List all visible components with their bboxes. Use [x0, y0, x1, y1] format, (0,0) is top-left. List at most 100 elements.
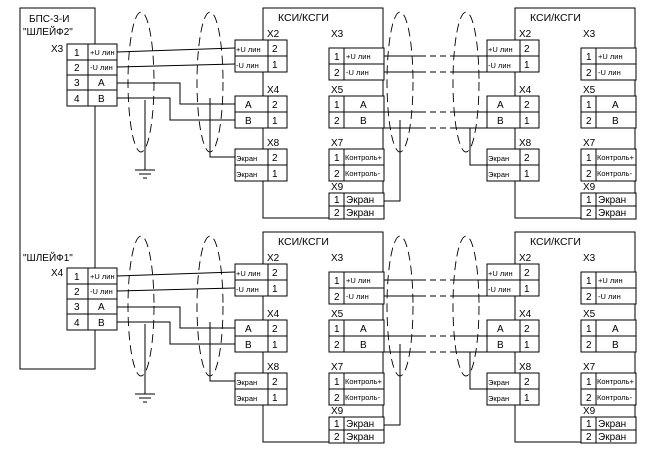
ksi-x5-label: X5 — [583, 85, 596, 96]
ksi-x4-row1-num: 2 — [272, 100, 278, 111]
bps-x4-pin4-label: B — [98, 318, 105, 329]
ksi-x9-label: X9 — [583, 182, 596, 193]
ksi-x9-row1-num: 1 — [334, 419, 340, 430]
ksi-x4-row2-num: 1 — [272, 116, 278, 127]
ksi-x3-row2-num: 2 — [334, 68, 340, 79]
bps-x3-pin1: 1 — [74, 48, 80, 59]
ksi-x2-row1-num: 2 — [524, 268, 530, 279]
wire-u-plus — [116, 47, 236, 53]
ksi-x8-row1-num: 2 — [272, 153, 278, 164]
cable-shield — [196, 235, 224, 377]
ksi-x5-label: X5 — [331, 309, 344, 320]
ksi-x8-label: X8 — [267, 138, 280, 149]
ksi-x5-row2-label: B — [360, 340, 367, 351]
ksi-x5-row1-num: 1 — [586, 100, 592, 111]
wire-shield — [209, 322, 235, 382]
bps-x4-terminal: 1 +U лин 2 -U лин 3 A 4 B — [66, 267, 118, 331]
bps-x3-pin2-label: -U лин — [90, 63, 113, 72]
ksi-x4-label: X4 — [267, 309, 280, 320]
bps-x3-terminal: 1 +U лин 2 -U лин 3 A 4 B — [66, 43, 118, 107]
ksi-x7-row2-num: 2 — [586, 393, 592, 404]
ksi-x3-row1-label: +U лин — [346, 276, 371, 285]
wire-shield-link — [469, 352, 487, 390]
ksi-x3-row2-label: -U лин — [598, 292, 621, 301]
ksi-x5-row2-num: 2 — [334, 340, 340, 351]
cable-shield — [127, 11, 155, 153]
ksi-x5-row1-num: 1 — [334, 100, 340, 111]
wire-shield-link — [384, 344, 401, 426]
wire-b — [117, 97, 235, 121]
wire-shield-link — [469, 128, 487, 166]
ksi-x7-row1-label: Контроль+ — [345, 153, 383, 162]
ksi-x9-row2-label: Экран — [598, 208, 626, 219]
wire-a — [117, 82, 235, 105]
ksi-x3-label: X3 — [331, 29, 344, 40]
wire-u-minus — [116, 287, 236, 292]
ksi-x9-row2-num: 2 — [334, 208, 340, 219]
wire-u-minus — [116, 63, 236, 68]
ksi-x5-row1-label: A — [360, 324, 367, 335]
ksi-x4-row2-label: B — [245, 340, 252, 351]
ksi-x9-label: X9 — [583, 406, 596, 417]
ksi-x2-row1-label: +U лин — [488, 269, 513, 278]
ksi-x3-row2-num: 2 — [586, 292, 592, 303]
ksi-x8-row1-label: Экран — [488, 378, 509, 387]
ksi-x8-row2-label: Экран — [236, 170, 257, 179]
ksi-x9-label: X9 — [331, 406, 344, 417]
ksi-module-top-right: КСИ/КСГИ — [486, 7, 637, 220]
ksi-x2-row1-num: 2 — [272, 268, 278, 279]
ksi-x2-row2-num: 1 — [524, 284, 530, 295]
ksi-x9-row2-label: Экран — [346, 208, 374, 219]
ksi-x7-row2-label: Контроль- — [597, 393, 633, 402]
bps-x4-pin1-label: +U лин — [90, 272, 115, 281]
ksi-x4-row1-num: 2 — [524, 324, 530, 335]
ksi-x3-row1-num: 1 — [334, 52, 340, 63]
ksi-x7-row2-label: Контроль- — [345, 393, 381, 402]
ksi-x8-row1-label: Экран — [236, 154, 257, 163]
ksi-x3-row1-num: 1 — [586, 52, 592, 63]
ksi-x7-row1-num: 1 — [586, 377, 592, 388]
ksi-x7-row2-num: 2 — [334, 169, 340, 180]
bps-x4-label: X4 — [51, 268, 64, 279]
ksi-x7-row1-label: Контроль+ — [597, 153, 635, 162]
bps-x3-pin4: 4 — [74, 94, 80, 105]
ksi-x5-label: X5 — [583, 309, 596, 320]
ksi-x9-row1-label: Экран — [346, 195, 374, 206]
ksi-x3-row2-num: 2 — [586, 68, 592, 79]
ksi-x8-label: X8 — [519, 362, 532, 373]
bps-unit: БПС-3-И "ШЛЕЙФ2" "ШЛЕЙФ1" X3 X4 1 +U лин… — [19, 7, 118, 370]
ksi-x7-row1-label: Контроль+ — [345, 377, 383, 386]
ksi-x2-row2-label: -U лин — [236, 61, 259, 70]
ksi-x5-row1-label: A — [360, 100, 367, 111]
ksi-title: КСИ/КСГИ — [278, 12, 329, 24]
ksi-x9-row2-num: 2 — [586, 208, 592, 219]
bps-x4-pin4: 4 — [74, 318, 80, 329]
ksi-x5-row1-label: A — [612, 324, 619, 335]
ksi-x9-row1-label: Экран — [598, 195, 626, 206]
ksi-x4-label: X4 — [519, 85, 532, 96]
ksi-x9-row1-num: 1 — [586, 195, 592, 206]
ksi-x7-row1-num: 1 — [586, 153, 592, 164]
ksi-x2-label: X2 — [267, 29, 280, 40]
ksi-x8-row1-num: 2 — [524, 377, 530, 388]
loop2-title: "ШЛЕЙФ2" — [23, 25, 73, 38]
ksi-x8-row2-label: Экран — [488, 170, 509, 179]
ksi-x9-row1-num: 1 — [586, 419, 592, 430]
bps-x3-pin4-label: B — [98, 94, 105, 105]
ksi-x8-row1-num: 2 — [272, 377, 278, 388]
ksi-x3-row2-num: 2 — [334, 292, 340, 303]
cable-shield — [452, 235, 480, 377]
ksi-x8-row1-label: Экран — [236, 378, 257, 387]
ksi-title: КСИ/КСГИ — [530, 12, 581, 24]
ksi-x2-row2-label: -U лин — [488, 285, 511, 294]
ksi-x4-row1-label: A — [497, 324, 504, 335]
bps-x4-pin1: 1 — [74, 272, 80, 283]
ksi-x8-row2-num: 1 — [524, 393, 530, 404]
ksi-x7-row2-label: Контроль- — [597, 169, 633, 178]
wire-b — [117, 321, 235, 345]
ksi-x8-label: X8 — [267, 362, 280, 373]
bps-title: БПС-3-И — [29, 14, 69, 25]
bps-x4-pin3: 3 — [74, 302, 80, 313]
